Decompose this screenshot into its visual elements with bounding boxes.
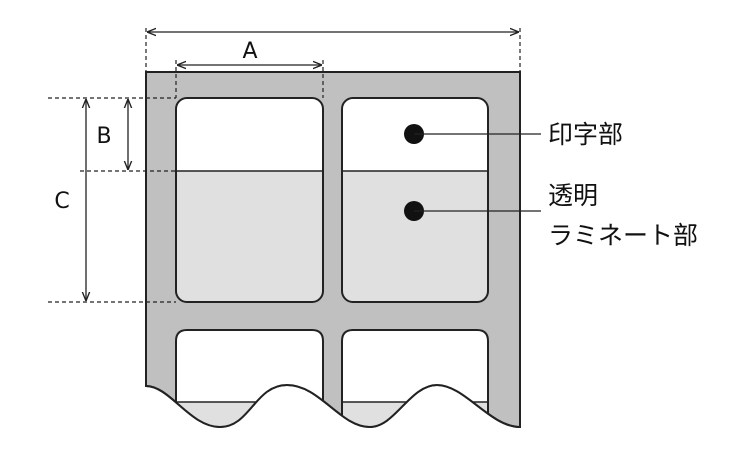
print-area-label: 印字部	[548, 120, 623, 149]
dimension-a-label: A	[242, 39, 257, 64]
laminate-label-line2: ラミネート部	[548, 221, 698, 250]
label-top-left	[175, 97, 324, 303]
extension-lines	[48, 28, 521, 303]
dimension-c-label: C	[54, 189, 69, 214]
dimension-b-label: B	[96, 124, 111, 149]
laminate-label-line1: 透明	[548, 181, 598, 210]
label-top-right	[341, 97, 489, 303]
wave-edge	[145, 383, 521, 429]
